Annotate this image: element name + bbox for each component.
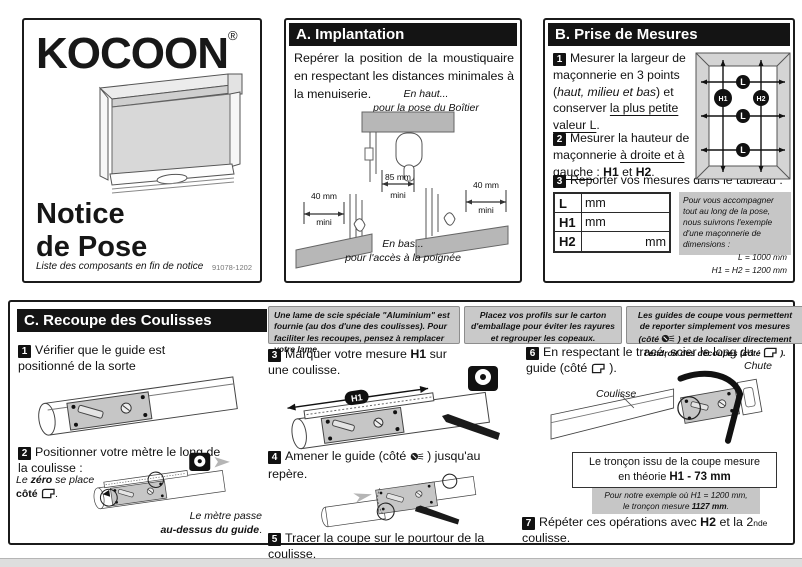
screw-icon [661, 333, 675, 347]
screw-icon [410, 450, 424, 466]
step-number: 4 [268, 451, 281, 464]
label-h1: H1 [719, 96, 728, 103]
diagram-mesures-fenetre: L L L H1 H2 [695, 52, 791, 180]
dim-40mm-right: 40 mm [473, 180, 499, 190]
dim-40mm-left: 40 mm [311, 191, 337, 201]
diagram-marquer-h1: H1 [287, 366, 500, 450]
label-coulisse: Coulisse [596, 388, 637, 400]
step-number: 2 [553, 133, 566, 146]
note-guides-de-coupe: Les guides de coupe vous permettent de r… [626, 306, 802, 358]
reference-number: 91078-1202 [211, 263, 252, 272]
dim-40mm-left-mini: mini [316, 217, 332, 227]
step-number: 3 [553, 175, 566, 188]
diagram-implantation-haut: 85 mm mini [361, 111, 455, 200]
label-chute: Chute [744, 360, 773, 372]
components-note: Liste des composants en fin de notice [36, 261, 204, 272]
caption-zero: Le zéro se place côté . [16, 474, 126, 503]
row-unit-l: mm [585, 196, 606, 210]
step-number: 5 [268, 533, 281, 546]
clip-icon [591, 362, 606, 378]
product-illustration [98, 73, 243, 194]
section-a-implantation: A. Implantation Repérer la position de l… [284, 18, 522, 283]
section-b-header: B. Prise de Mesures [548, 23, 790, 46]
next-page-edge [0, 558, 802, 567]
caption-en-bas: En bas... pour l'accès à la poignée [345, 238, 461, 264]
diagram-amener-guide [321, 473, 477, 528]
h1-badge: H1 [350, 392, 363, 404]
step-number: 2 [18, 447, 31, 460]
caption-en-haut: En haut... pour la pose du Boîtier [373, 88, 479, 114]
dim-85mm-mini: mini [390, 190, 406, 200]
note-lame-de-scie: Une lame de scie spéciale "Aluminium" es… [268, 306, 460, 354]
logo-panel: KOCOON® Notice de Pose Liste des composa… [22, 18, 262, 283]
label-l-bot: L [740, 145, 746, 155]
label-h2: H2 [757, 96, 766, 103]
table-row: H2 mm [555, 232, 669, 251]
dim-85mm: 85 mm [385, 172, 411, 182]
step-number: 1 [553, 53, 566, 66]
step-number: 7 [522, 517, 535, 530]
diagram-implantation-bas-droite: 40 mm mini [415, 180, 509, 259]
label-l-mid: L [740, 111, 746, 121]
diagram-implantation-bas-gauche: 40 mm mini [295, 191, 373, 269]
step-number: 1 [18, 345, 31, 358]
result-box: Le tronçon issu de la coupe mesure en th… [572, 452, 777, 489]
measure-table: L mm H1 mm H2 mm [553, 192, 671, 253]
table-row: L mm [555, 194, 669, 213]
clip-icon [763, 347, 778, 361]
brand-text: KOCOON [36, 29, 229, 78]
caption-metre: Le mètre passe au-dessus du guide. [160, 510, 262, 536]
brand-logo: KOCOON® [36, 28, 238, 79]
result-example-note: Pour notre exemple où H1 = 1200 mm, le t… [592, 488, 760, 515]
row-label-h1: H1 [555, 213, 582, 231]
document-title: Notice de Pose [36, 198, 147, 265]
section-c-recoupe: C. Recoupe des Coulisses Une lame de sci… [8, 300, 802, 561]
diagram-scier-coulisse [550, 370, 763, 444]
row-unit-h2: mm [645, 234, 666, 249]
clip-icon [41, 488, 56, 504]
section-a-intro: Repérer la position de la moustiquaire e… [294, 51, 514, 101]
diagram-metre-position [93, 452, 230, 510]
dim-40mm-right-mini: mini [478, 205, 494, 215]
example-l: L = 1000 mm [738, 251, 787, 262]
example-h: H1 = H2 = 1200 mm [711, 264, 787, 275]
label-l-top: L [740, 77, 746, 87]
row-label-l: L [555, 194, 582, 212]
step-number: 3 [268, 349, 281, 362]
step-number: 6 [526, 347, 539, 360]
section-a-header: A. Implantation [289, 23, 517, 46]
note-carton-emballage: Placez vos profils sur le carton d'embal… [464, 306, 622, 344]
row-label-h2: H2 [555, 232, 582, 251]
row-unit-h1: mm [585, 215, 606, 229]
title-line-2: de Pose [36, 231, 148, 264]
registered-mark: ® [228, 28, 238, 43]
diagram-guide-position [38, 376, 238, 436]
table-row: H1 mm [555, 213, 669, 232]
title-line-1: Notice [36, 198, 125, 230]
example-note: Pour vous accompagner tout au long de la… [679, 192, 791, 275]
result-value: H1 - 73 mm [669, 470, 731, 483]
section-c-header: C. Recoupe des Coulisses [17, 309, 267, 332]
